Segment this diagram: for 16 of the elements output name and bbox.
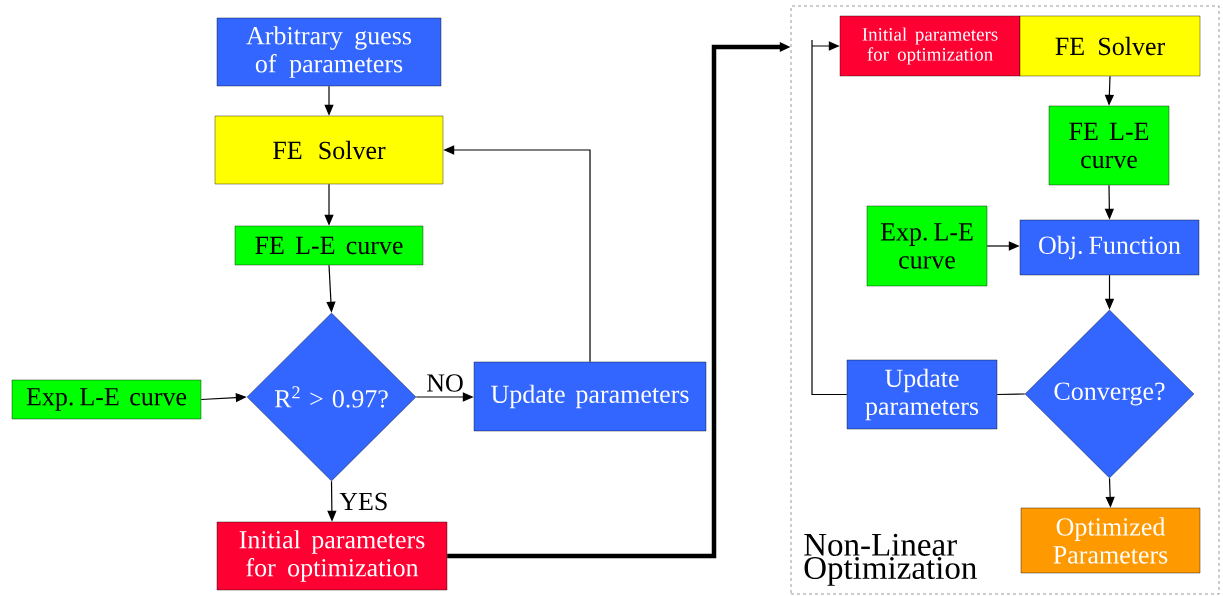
- process-box: Update parameters: [846, 359, 998, 430]
- process-box: FE Solver: [214, 115, 444, 185]
- edge-label: YES: [339, 492, 387, 511]
- edge-label: NO: [427, 374, 463, 392]
- arrow: [811, 39, 848, 396]
- process-box: Update parameters: [473, 361, 707, 432]
- data-box: Exp. L-E curve: [866, 205, 988, 287]
- process-box: Obj. Function: [1019, 219, 1200, 276]
- process-box: FE Solver: [1019, 15, 1201, 77]
- input-box: Initial parameters for optimization: [839, 15, 1021, 77]
- result-box: Initial parameters for optimization: [216, 521, 448, 591]
- data-box: FE L-E curve: [234, 225, 424, 266]
- data-box: FE L-E curve: [1048, 105, 1170, 186]
- output-box: Optimized Parameters: [1020, 507, 1201, 574]
- data-box: Exp. L-E curve: [11, 379, 202, 420]
- process-box: Arbitrary guess of parameters: [216, 17, 442, 87]
